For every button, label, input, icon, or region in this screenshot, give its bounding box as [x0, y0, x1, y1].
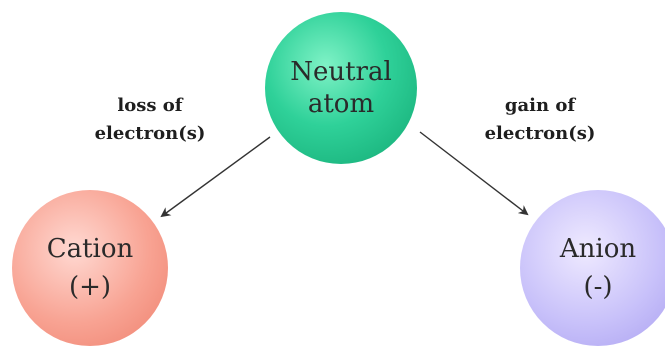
neutral-atom-line2: atom [307, 89, 375, 119]
neutral-atom-node: Neutral atom [265, 12, 417, 164]
loss-label-line2: electron(s) [94, 122, 206, 144]
anion-line1: Anion [559, 233, 637, 264]
cation-line1: Cation [46, 233, 134, 264]
loss-label-line1: loss of [117, 95, 183, 116]
gain-label-line2: electron(s) [484, 122, 596, 144]
cation-charge: (+) [68, 272, 112, 302]
cation-node: Cation (+) [12, 190, 168, 346]
gain-of-electrons-label: gain of electron(s) [462, 92, 618, 148]
gain-label-line1: gain of [504, 95, 576, 116]
anion-node: Anion (-) [520, 190, 665, 346]
arrow-to-cation [160, 136, 271, 218]
anion-charge: (-) [583, 272, 613, 302]
neutral-atom-line1: Neutral [290, 56, 392, 87]
loss-of-electrons-label: loss of electron(s) [72, 92, 228, 148]
arrow-to-anion [419, 131, 529, 216]
